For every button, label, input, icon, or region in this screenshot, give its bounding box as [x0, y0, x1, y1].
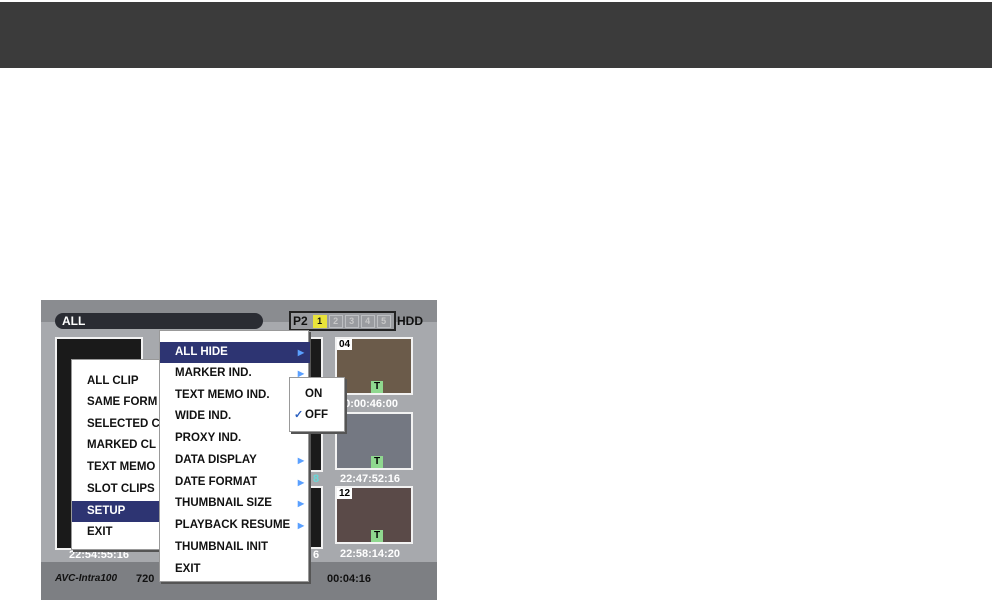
option-off[interactable]: ✓OFF: [290, 405, 346, 426]
clip-timecode: 00:00:46:00: [338, 398, 398, 410]
clip-number: 04: [337, 339, 353, 350]
submenu-arrow-icon: ▶: [297, 456, 304, 465]
setup-item-thumbnail-init[interactable]: THUMBNAIL INIT: [175, 541, 269, 553]
slot-2[interactable]: 2: [328, 314, 343, 328]
menu-item-text-memo[interactable]: TEXT MEMO: [87, 461, 156, 473]
submenu-arrow-icon: ▶: [297, 369, 304, 378]
menu-item-label: WIDE IND.: [175, 410, 232, 422]
menu-item-label: PLAYBACK RESUME: [175, 519, 291, 531]
menu-item-label: ALL HIDE: [175, 346, 228, 358]
menu-item-label: MARKER IND.: [175, 367, 252, 379]
clip-thumbnail[interactable]: 8 T: [335, 412, 413, 470]
text-memo-badge: T: [371, 456, 383, 468]
clip-thumbnail[interactable]: 12 T: [335, 486, 413, 544]
menu-item-marked-clips[interactable]: MARKED CL: [87, 439, 156, 451]
clip-timecode: 22:47:52:16: [340, 473, 400, 485]
menu-item-all-clip[interactable]: ALL CLIP: [87, 375, 139, 387]
slot-4[interactable]: 4: [360, 314, 375, 328]
menu-item-slot-clips[interactable]: SLOT CLIPS: [87, 483, 155, 495]
setup-item-date-format[interactable]: DATE FORMAT ▶: [160, 472, 310, 493]
submenu-arrow-icon: ▶: [297, 348, 304, 357]
codec-label: AVC-Intra100: [55, 573, 118, 584]
setup-item-data-display[interactable]: DATA DISPLAY ▶: [160, 450, 310, 471]
background-timecode: 8: [313, 473, 320, 485]
setup-submenu: ALL HIDE ▶ MARKER IND. ▶ TEXT MEMO IND. WI…: [159, 330, 310, 582]
setup-item-playback-resume[interactable]: PLAYBACK RESUME ▶: [160, 515, 310, 536]
slot-3[interactable]: 3: [344, 314, 359, 328]
setup-item-wide-ind[interactable]: WIDE IND.: [160, 406, 310, 427]
media-label: P2: [293, 314, 308, 328]
menu-item-label: PROXY IND.: [175, 432, 242, 444]
text-memo-badge: T: [371, 530, 383, 542]
background-timecode: 6: [313, 549, 320, 561]
menu-item-selected-clips[interactable]: SELECTED C: [87, 418, 160, 430]
setup-item-text-memo-ind[interactable]: TEXT MEMO IND.: [160, 385, 310, 406]
setup-item-exit[interactable]: EXIT: [175, 563, 201, 575]
slot-5[interactable]: 5: [376, 314, 391, 328]
setup-item-marker-ind[interactable]: MARKER IND. ▶: [160, 363, 310, 384]
clip-number: 12: [337, 488, 353, 499]
camera-thumbnail-screen: ALL P2 1 2 3 4 5 HDD 04 T 00:00:46:00 8 …: [41, 300, 437, 600]
submenu-arrow-icon: ▶: [297, 521, 304, 530]
storage-label: HDD: [397, 314, 423, 328]
checkmark-icon: ✓: [294, 409, 304, 421]
setup-item-all-hide[interactable]: ALL HIDE ▶: [160, 342, 310, 363]
setup-item-proxy-ind[interactable]: PROXY IND.: [160, 428, 310, 449]
slot-indicator: P2 1 2 3 4 5: [289, 311, 396, 331]
footer-timecode: 00:04:16: [327, 573, 372, 585]
clip-filter-title: ALL: [55, 313, 263, 329]
submenu-arrow-icon: ▶: [297, 478, 304, 487]
on-off-submenu: ON ✓OFF: [289, 377, 345, 432]
menu-item-label: TEXT MEMO IND.: [175, 389, 270, 401]
menu-item-label: THUMBNAIL SIZE: [175, 497, 272, 509]
slot-1[interactable]: 1: [312, 314, 327, 328]
text-memo-badge: T: [371, 381, 383, 393]
menu-item-label: DATA DISPLAY: [175, 454, 257, 466]
setup-item-thumbnail-size[interactable]: THUMBNAIL SIZE ▶: [160, 493, 310, 514]
top-banner: [0, 2, 992, 68]
background-timecode: 22:54:55:16: [69, 549, 129, 561]
option-on[interactable]: ON: [305, 388, 323, 400]
menu-item-same-format[interactable]: SAME FORM: [87, 396, 158, 408]
resolution-label: 720: [136, 573, 155, 585]
option-label: OFF: [305, 409, 328, 421]
clip-thumbnail[interactable]: 04 T: [335, 337, 413, 395]
submenu-arrow-icon: ▶: [297, 499, 304, 508]
clip-timecode: 22:58:14:20: [340, 548, 400, 560]
menu-item-label: DATE FORMAT: [175, 476, 257, 488]
menu-item-exit[interactable]: EXIT: [87, 526, 113, 538]
